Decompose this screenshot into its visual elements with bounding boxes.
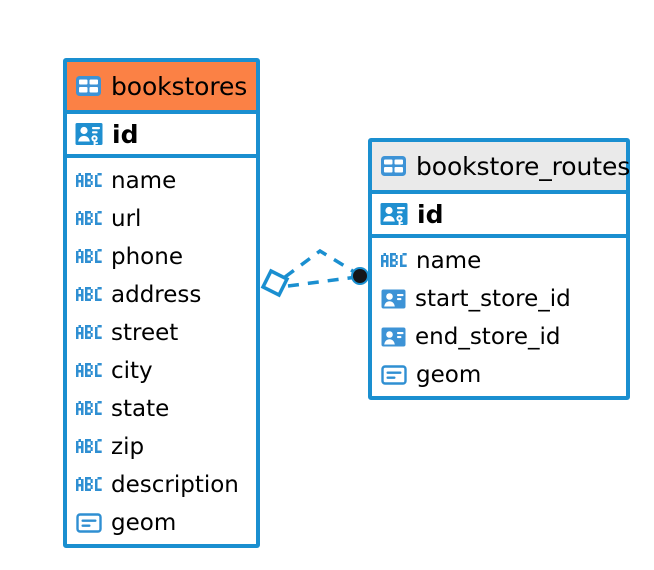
field-list-bookstores: name url phone	[67, 158, 256, 542]
abc-text-icon	[76, 439, 102, 453]
field-label: start_store_id	[415, 285, 571, 312]
field-row[interactable]: zip	[67, 428, 256, 466]
entity-title: bookstore_routes	[416, 151, 631, 181]
field-label: end_store_id	[415, 323, 561, 350]
primary-key-icon	[75, 123, 103, 147]
relationship-line-lower	[287, 275, 358, 288]
abc-text-icon	[76, 249, 102, 263]
abc-text-icon	[76, 363, 102, 377]
abc-text-icon	[76, 401, 102, 415]
entity-title: bookstores	[111, 71, 248, 101]
table-icon	[76, 76, 101, 96]
field-row[interactable]: start_store_id	[372, 280, 626, 318]
field-row[interactable]: geom	[372, 356, 626, 394]
field-row[interactable]: name	[67, 162, 256, 200]
field-label: geom	[416, 361, 482, 388]
abc-text-icon	[76, 287, 102, 301]
field-row[interactable]: city	[67, 352, 256, 390]
field-list-bookstore-routes: name start_store_id	[372, 238, 626, 394]
field-row[interactable]: description	[67, 466, 256, 504]
field-label: description	[111, 471, 239, 498]
field-row[interactable]: phone	[67, 238, 256, 276]
field-label: name	[111, 167, 177, 194]
field-label: geom	[111, 509, 177, 536]
primary-key-label: id	[112, 119, 139, 149]
field-row[interactable]: state	[67, 390, 256, 428]
field-label: zip	[111, 433, 145, 460]
entity-header-bookstores[interactable]: bookstores	[67, 62, 256, 110]
primary-key-label: id	[417, 199, 444, 229]
filled-circle-marker	[353, 269, 367, 283]
table-icon	[381, 156, 406, 176]
field-label: street	[111, 319, 179, 346]
abc-text-icon	[76, 173, 102, 187]
field-row[interactable]: address	[67, 276, 256, 314]
field-row[interactable]: name	[372, 242, 626, 280]
field-row[interactable]: street	[67, 314, 256, 352]
circle-marker-outer	[351, 267, 369, 285]
entity-bookstore-routes[interactable]: bookstore_routes id	[368, 138, 630, 400]
field-label: phone	[111, 243, 183, 270]
field-label: city	[111, 357, 153, 384]
field-label: name	[416, 247, 482, 274]
geometry-blob-icon	[76, 513, 102, 533]
abc-text-icon	[76, 325, 102, 339]
relationship-line-upper	[283, 248, 357, 279]
entity-header-bookstore-routes[interactable]: bookstore_routes	[372, 142, 630, 190]
primary-key-icon	[380, 203, 408, 227]
abc-text-icon	[76, 477, 102, 491]
field-row[interactable]: url	[67, 200, 256, 238]
entity-bookstores[interactable]: bookstores id	[63, 58, 260, 548]
field-row[interactable]: end_store_id	[372, 318, 626, 356]
diamond-marker	[260, 268, 290, 298]
geometry-blob-icon	[381, 365, 407, 385]
foreign-key-icon	[381, 327, 406, 346]
foreign-key-icon	[381, 289, 406, 308]
abc-text-icon	[381, 253, 407, 267]
field-row[interactable]: geom	[67, 504, 256, 542]
field-label: state	[111, 395, 170, 422]
abc-text-icon	[76, 211, 102, 225]
primary-key-row[interactable]: id	[372, 190, 626, 238]
primary-key-row[interactable]: id	[67, 110, 256, 158]
field-label: url	[111, 205, 142, 232]
field-label: address	[111, 281, 202, 308]
